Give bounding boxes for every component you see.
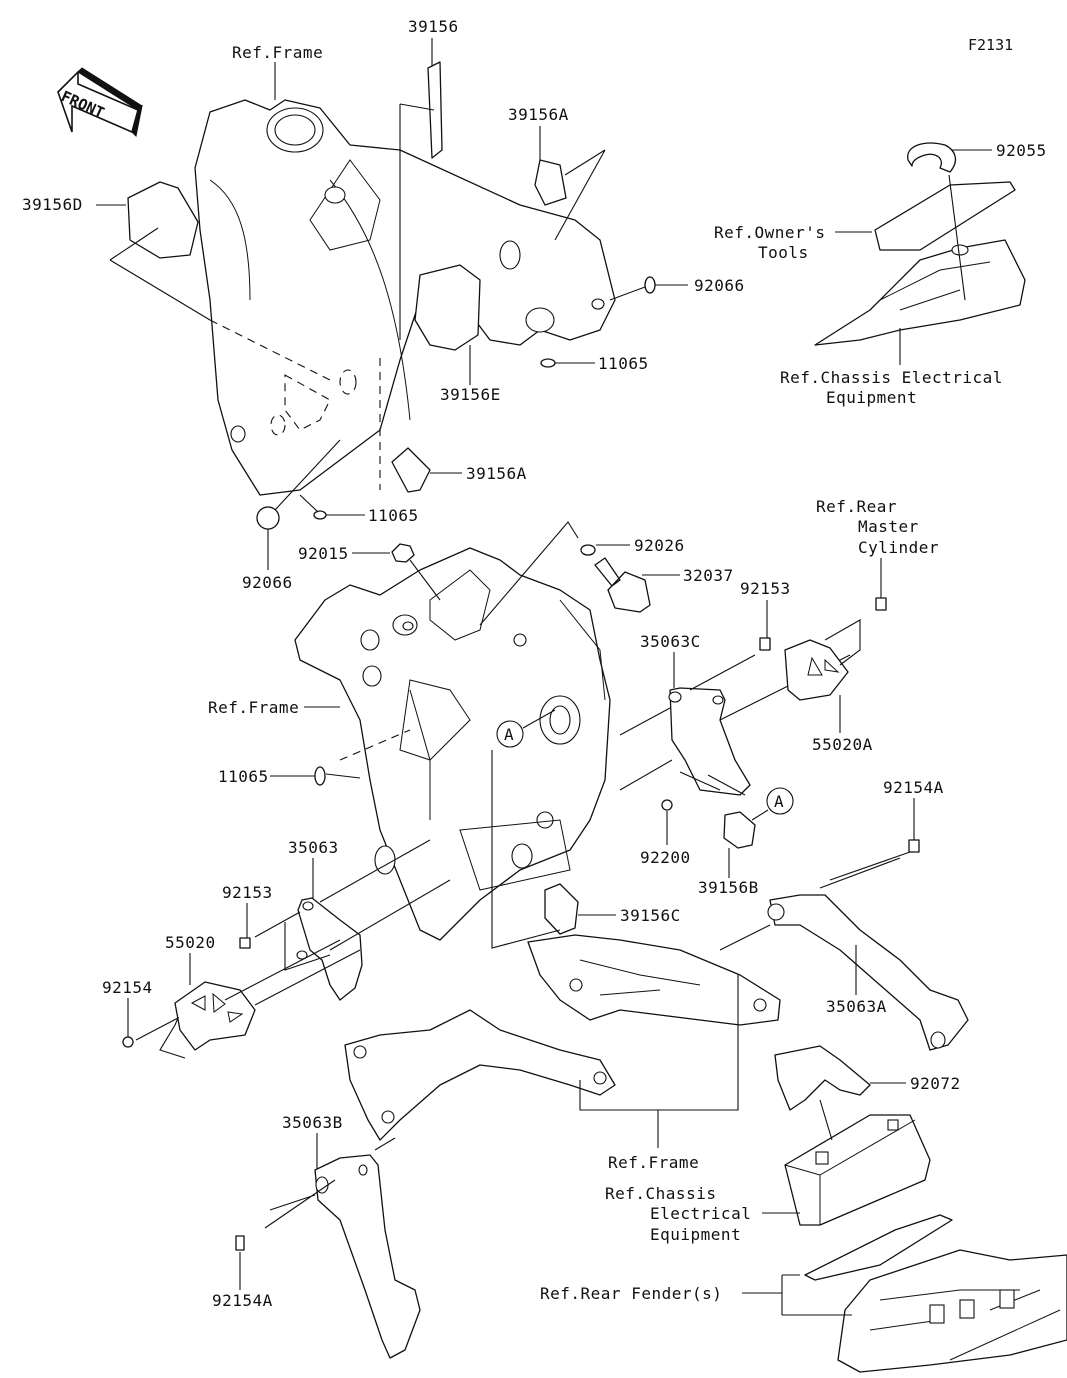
callout-11065-upper: 11065 bbox=[598, 354, 649, 373]
bracket-35063 bbox=[297, 897, 363, 1001]
guard-55020 bbox=[174, 981, 256, 1051]
callout-92026: 92026 bbox=[634, 536, 685, 555]
callout-ref-frame-top: Ref.Frame bbox=[232, 43, 323, 62]
decal-39156A-top bbox=[534, 159, 567, 206]
bracket-35063B bbox=[314, 1154, 421, 1359]
callout-92066-right: 92066 bbox=[694, 276, 745, 295]
callout-35063C: 35063C bbox=[640, 632, 701, 651]
callout-39156: 39156 bbox=[408, 17, 459, 36]
callout-ref-frame-bottom: Ref.Frame bbox=[608, 1153, 699, 1172]
reference-marker-a-left bbox=[496, 720, 524, 748]
washer-92026 bbox=[580, 544, 596, 556]
subframe-lower-ref bbox=[344, 1009, 616, 1141]
decal-39156B bbox=[723, 811, 756, 849]
marker-a-right-label: A bbox=[774, 792, 784, 811]
grommet-11065-upper bbox=[540, 358, 556, 368]
callout-ref-frame-mid: Ref.Frame bbox=[208, 698, 299, 717]
callout-39156D: 39156D bbox=[22, 195, 83, 214]
callout-55020A: 55020A bbox=[812, 735, 873, 754]
decal-39156 bbox=[427, 61, 443, 159]
figure-id: F2131 bbox=[968, 36, 1013, 54]
tray-chassis-electrical bbox=[814, 239, 1026, 346]
strap-92055 bbox=[907, 142, 957, 173]
callout-92154A-right: 92154A bbox=[883, 778, 944, 797]
bolt-rear-master bbox=[875, 597, 887, 611]
callout-92055: 92055 bbox=[996, 141, 1047, 160]
bolt-92154A-left bbox=[235, 1235, 245, 1251]
grommet-92066-right bbox=[644, 276, 656, 294]
callout-92072: 92072 bbox=[910, 1074, 961, 1093]
callout-39156A-mid: 39156A bbox=[466, 464, 527, 483]
callout-55020: 55020 bbox=[165, 933, 216, 952]
reference-marker-a-right bbox=[766, 787, 794, 815]
callout-92154A-left: 92154A bbox=[212, 1291, 273, 1310]
callout-39156A-top: 39156A bbox=[508, 105, 569, 124]
callout-92153-right: 92153 bbox=[740, 579, 791, 598]
callout-11065-mid: 11065 bbox=[368, 506, 419, 525]
callout-92200: 92200 bbox=[640, 848, 691, 867]
pivot-32037 bbox=[594, 557, 651, 613]
bolt-92154 bbox=[122, 1036, 134, 1048]
fender-plate-ref bbox=[804, 1214, 953, 1281]
callout-ref-rear-master-2: Master bbox=[858, 517, 919, 536]
callout-92153-left: 92153 bbox=[222, 883, 273, 902]
subframe-upper-ref bbox=[527, 934, 781, 1026]
front-arrow-icon: FRONT bbox=[57, 67, 143, 138]
callout-39156B: 39156B bbox=[698, 878, 759, 897]
decal-39156D bbox=[127, 181, 199, 259]
callout-35063B: 35063B bbox=[282, 1113, 343, 1132]
rear-fender-ref bbox=[837, 1249, 1067, 1373]
decal-39156C bbox=[544, 883, 579, 935]
grommet-11065-lower bbox=[314, 766, 326, 786]
bracket-35063C bbox=[669, 687, 751, 796]
upper-frame-ref bbox=[194, 99, 616, 496]
callout-32037: 32037 bbox=[683, 566, 734, 585]
grommet-11065-mid bbox=[313, 510, 327, 520]
cap-92066-left bbox=[256, 506, 280, 530]
callout-39156C: 39156C bbox=[620, 906, 681, 925]
callout-92154: 92154 bbox=[102, 978, 153, 997]
callout-39156E: 39156E bbox=[440, 385, 501, 404]
callout-35063A: 35063A bbox=[826, 997, 887, 1016]
washer-92200 bbox=[661, 799, 673, 811]
main-frame-ref bbox=[294, 547, 611, 941]
decal-39156A-mid bbox=[391, 447, 431, 493]
callout-11065-lower: 11065 bbox=[218, 767, 269, 786]
callout-ref-chassis-top-1: Ref.Chassis Electrical bbox=[780, 368, 1003, 387]
guard-55020A bbox=[784, 639, 849, 701]
bolt-92154A-right bbox=[908, 839, 920, 853]
callout-ref-owners-tools-1: Ref.Owner's bbox=[714, 223, 825, 242]
callout-ref-owners-tools-2: Tools bbox=[758, 243, 809, 262]
callout-ref-rear-master-1: Ref.Rear bbox=[816, 497, 897, 516]
bolt-92153-left bbox=[239, 937, 251, 949]
holder-92072 bbox=[774, 1045, 871, 1111]
owners-tools-bag bbox=[874, 181, 1016, 251]
bolt-92153-right bbox=[759, 637, 771, 651]
bracket-35063A bbox=[769, 894, 969, 1051]
callout-ref-chassis-bottom-2: Electrical bbox=[650, 1204, 751, 1223]
marker-a-left-label: A bbox=[504, 725, 514, 744]
callout-ref-chassis-bottom-3: Equipment bbox=[650, 1225, 741, 1244]
callout-ref-chassis-bottom-1: Ref.Chassis bbox=[605, 1184, 716, 1203]
callout-ref-rear-fender: Ref.Rear Fender(s) bbox=[540, 1284, 722, 1303]
callout-ref-chassis-top-2: Equipment bbox=[826, 388, 917, 407]
nut-92015 bbox=[391, 543, 415, 563]
callout-35063: 35063 bbox=[288, 838, 339, 857]
callout-92066-left: 92066 bbox=[242, 573, 293, 592]
callout-ref-rear-master-3: Cylinder bbox=[858, 538, 939, 557]
callout-92015: 92015 bbox=[298, 544, 349, 563]
decal-39156E bbox=[414, 264, 481, 351]
battery-chassis-electrical bbox=[784, 1114, 931, 1226]
